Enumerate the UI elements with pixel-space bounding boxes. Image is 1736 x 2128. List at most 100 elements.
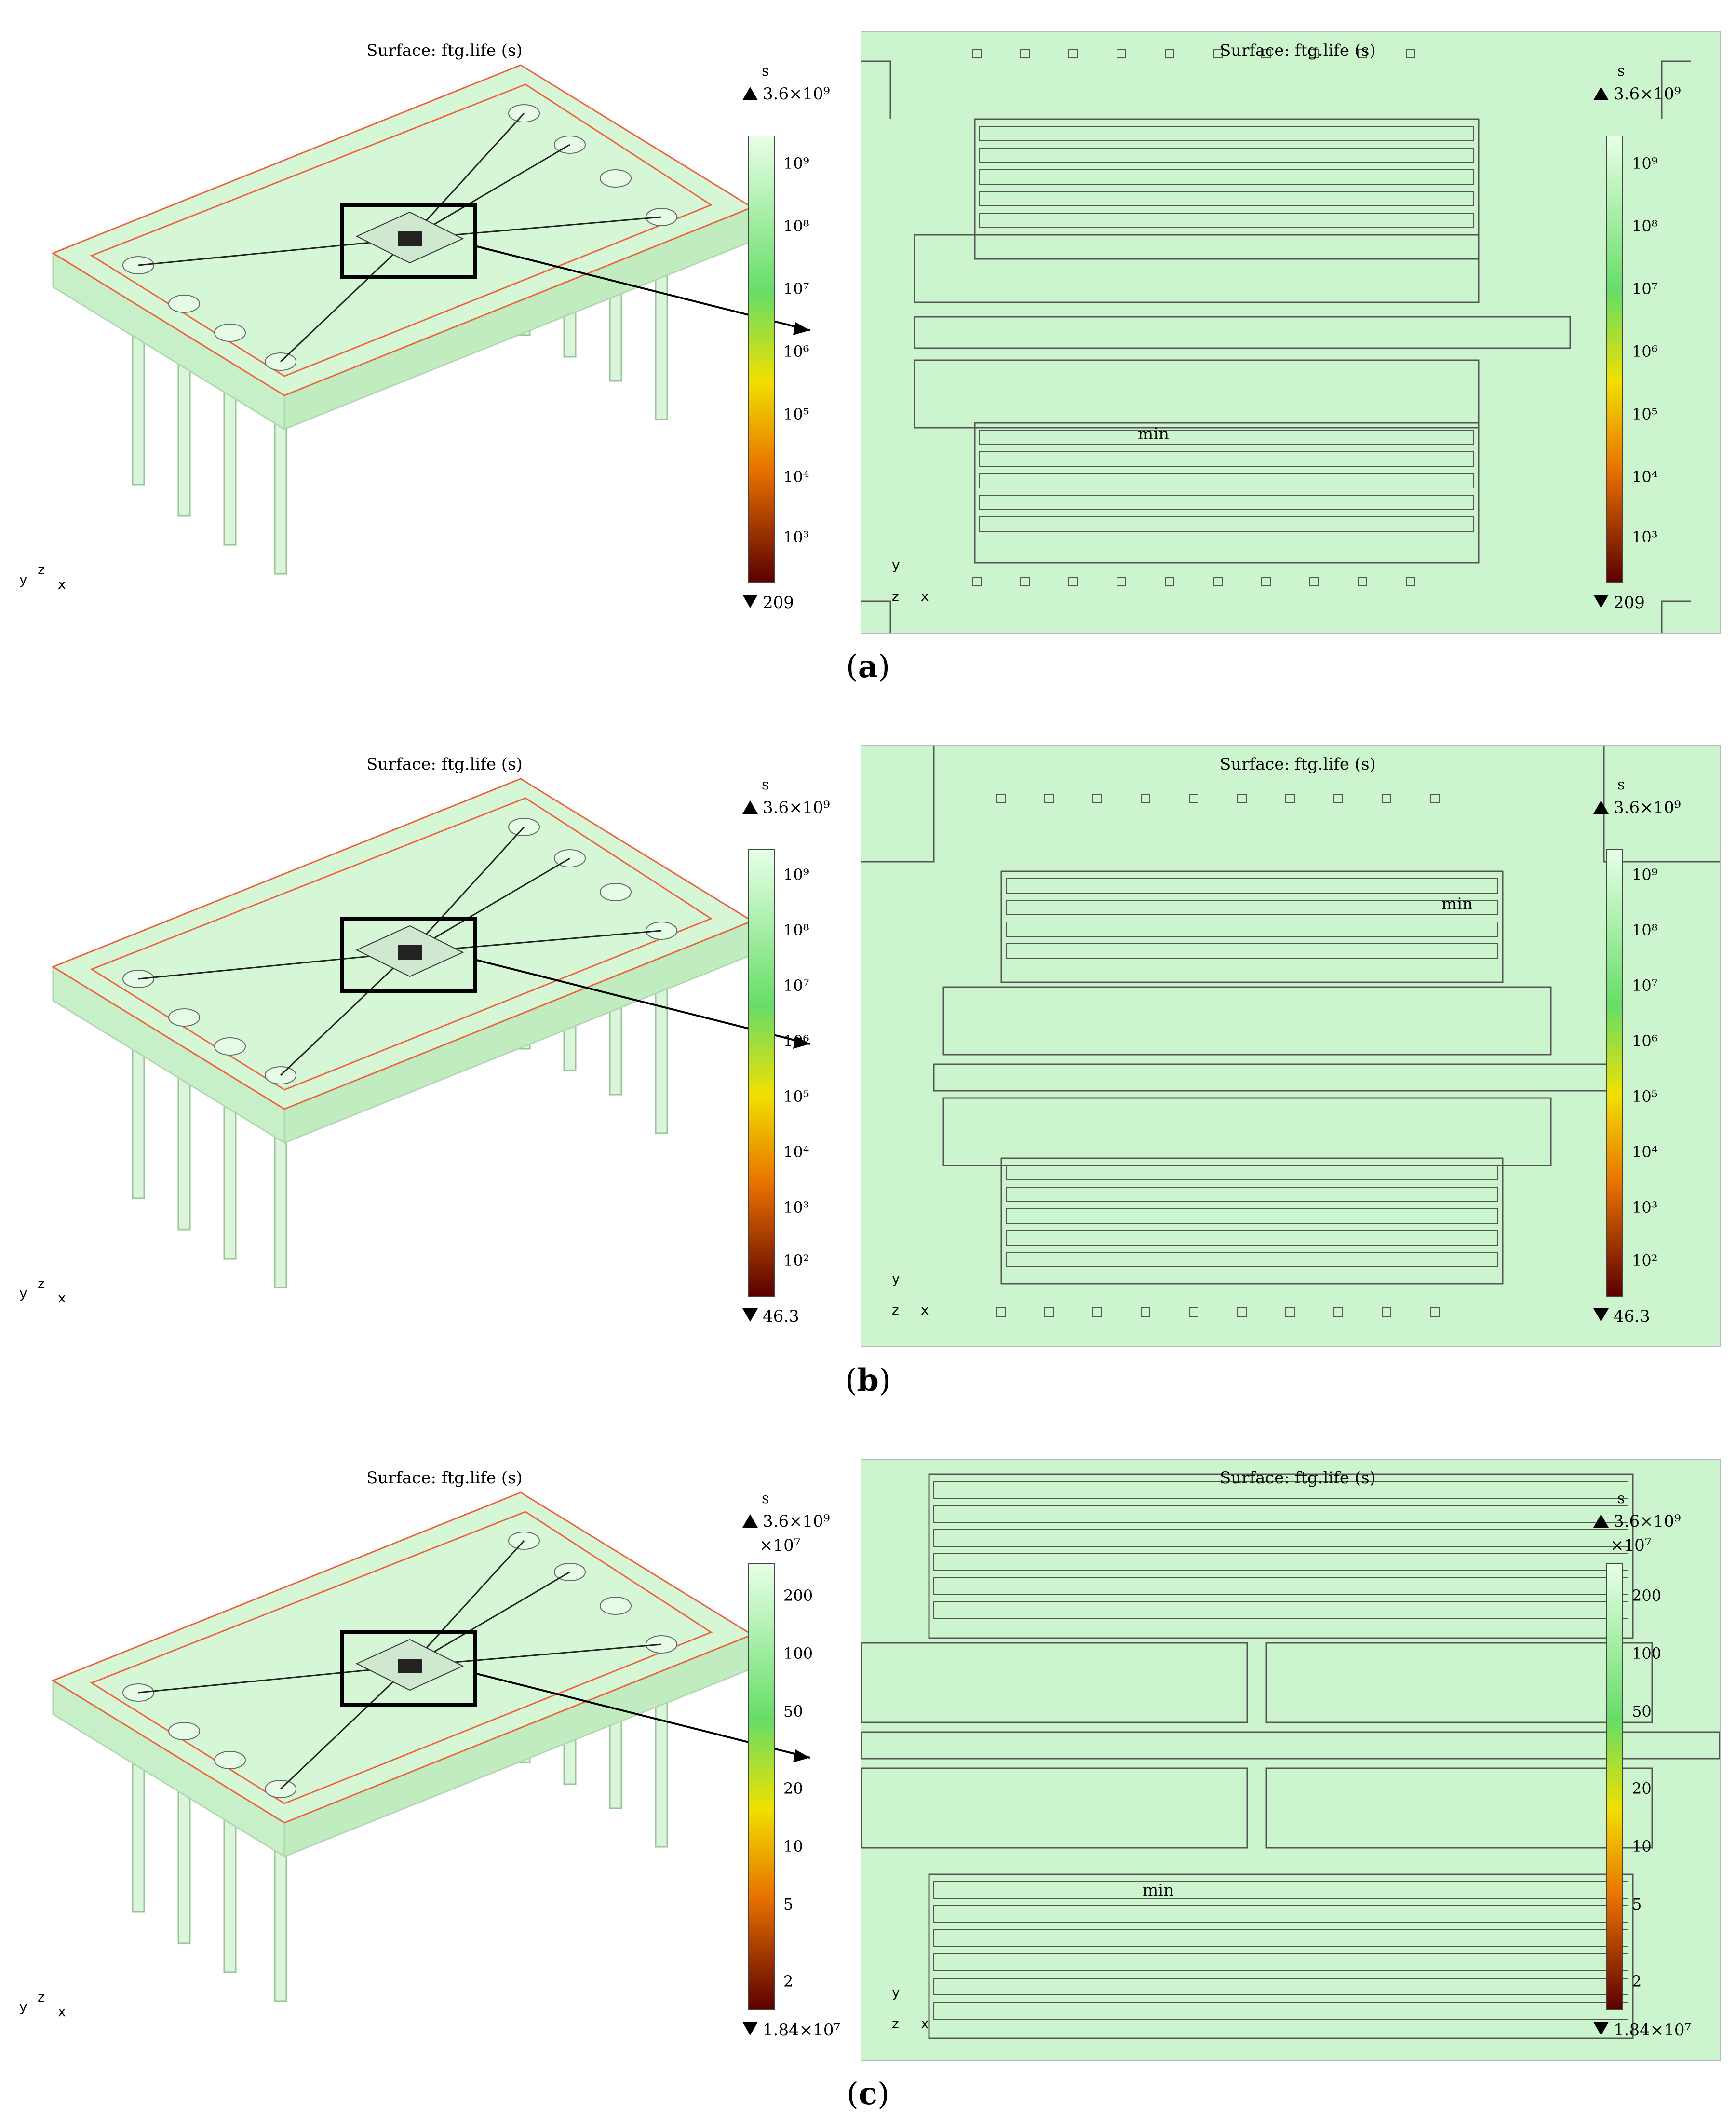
colorbar-tick: 10³ — [783, 1198, 809, 1217]
colorbar-tick: 50 — [783, 1702, 803, 1721]
zoom-panel — [861, 745, 1721, 1347]
min-marker: min — [1143, 1881, 1174, 1900]
zoom-axis-x-label: x — [921, 588, 929, 604]
min-triangle-icon — [1593, 2022, 1609, 2035]
axis-x-label: x — [58, 1290, 66, 1306]
colorbar-tick: 10⁵ — [783, 1087, 809, 1106]
axis-y-label: y — [19, 1285, 27, 1301]
axis-z-label: z — [38, 1275, 45, 1291]
right-plot-title: Surface: ftg.life (s) — [1220, 1468, 1376, 1488]
colorbar-tick: 10⁵ — [783, 405, 809, 423]
zoom-colorbar-tick: 10⁹ — [1632, 154, 1658, 173]
axis-y-label: y — [19, 1999, 27, 2015]
zoom-axis-z-label: z — [892, 2016, 899, 2032]
min-triangle-icon — [742, 595, 758, 608]
colorbar-tick: 10 — [783, 1837, 803, 1856]
zoom-colorbar — [1606, 136, 1623, 583]
colorbar — [748, 136, 775, 583]
max-triangle-icon — [742, 800, 758, 814]
panel-caption: (c) — [847, 2076, 889, 2112]
colorbar-min: 1.84×10⁷ — [742, 2020, 840, 2040]
zoom-axis-y-label: y — [892, 1984, 900, 2000]
zoom-panel — [861, 1459, 1721, 2061]
min-triangle-icon — [742, 2022, 758, 2035]
right-plot-title: Surface: ftg.life (s) — [1220, 41, 1376, 60]
zoom-colorbar-multiplier: ×10⁷ — [1610, 1536, 1652, 1555]
zoom-colorbar-tick: 200 — [1632, 1586, 1662, 1605]
iso-view — [51, 64, 810, 575]
zoom-colorbar-tick: 10⁵ — [1632, 405, 1658, 423]
zoom-colorbar-tick: 10⁸ — [1632, 217, 1658, 235]
colorbar-max: 3.6×10⁹ — [742, 798, 830, 817]
colorbar-min: 46.3 — [742, 1307, 799, 1326]
max-triangle-icon — [1593, 1514, 1609, 1528]
zoom-axis-x-label: x — [921, 2016, 929, 2032]
colorbar — [748, 1563, 775, 2010]
zoom-colorbar-tick: 10⁶ — [1632, 1032, 1658, 1050]
max-triangle-icon — [742, 87, 758, 100]
colorbar-tick: 10⁶ — [783, 1032, 809, 1050]
colorbar-tick: 10⁴ — [783, 468, 809, 486]
colorbar-max: 3.6×10⁹ — [742, 1512, 830, 1531]
zoom-colorbar-tick: 10⁸ — [1632, 921, 1658, 939]
axis-z-label: z — [38, 562, 45, 578]
min-triangle-icon — [1593, 1308, 1609, 1322]
min-marker: min — [1138, 424, 1170, 444]
max-triangle-icon — [1593, 87, 1609, 100]
zoom-colorbar-max: 3.6×10⁹ — [1593, 798, 1681, 817]
colorbar-tick: 10⁷ — [783, 280, 809, 298]
zoom-axis-x-label: x — [921, 1302, 929, 1318]
zoom-colorbar-tick: 10⁵ — [1632, 1087, 1658, 1106]
colorbar-tick: 10⁸ — [783, 921, 809, 939]
zoom-colorbar-unit: s — [1617, 63, 1625, 80]
min-marker: min — [1441, 895, 1473, 914]
colorbar-tick: 10⁶ — [783, 342, 809, 361]
axis-y-label: y — [19, 571, 27, 587]
left-plot-title: Surface: ftg.life (s) — [366, 41, 523, 60]
min-triangle-icon — [1593, 595, 1609, 608]
axis-x-label: x — [58, 2004, 66, 2020]
colorbar-tick: 10⁹ — [783, 866, 809, 884]
zoom-colorbar-tick: 10⁷ — [1632, 976, 1658, 995]
colorbar-unit: s — [762, 63, 769, 80]
zoom-colorbar-tick: 10⁹ — [1632, 866, 1658, 884]
panel-caption: (b) — [845, 1362, 891, 1398]
left-plot-title: Surface: ftg.life (s) — [366, 755, 523, 774]
colorbar-max: 3.6×10⁹ — [742, 84, 830, 104]
axis-x-label: x — [58, 576, 66, 592]
zoom-colorbar-tick: 10³ — [1632, 1198, 1658, 1217]
zoom-colorbar-max: 3.6×10⁹ — [1593, 84, 1681, 104]
zoom-colorbar-unit: s — [1617, 1490, 1625, 1507]
panel-caption: (a) — [846, 649, 890, 685]
zoom-colorbar-tick: 10⁶ — [1632, 342, 1658, 361]
right-plot-title: Surface: ftg.life (s) — [1220, 755, 1376, 774]
colorbar-tick: 10⁹ — [783, 154, 809, 173]
iso-view — [51, 1491, 810, 2002]
axis-z-label: z — [38, 1989, 45, 2005]
colorbar-tick: 100 — [783, 1644, 813, 1663]
zoom-colorbar-min: 46.3 — [1593, 1307, 1650, 1326]
zoom-colorbar-tick: 20 — [1632, 1779, 1652, 1798]
zoom-colorbar-tick: 10 — [1632, 1837, 1652, 1856]
colorbar-tick: 10⁴ — [783, 1143, 809, 1161]
colorbar-unit: s — [762, 776, 769, 793]
zoom-colorbar-tick: 10² — [1632, 1251, 1658, 1270]
max-triangle-icon — [1593, 800, 1609, 814]
zoom-colorbar-tick: 50 — [1632, 1702, 1652, 1721]
iso-view — [51, 778, 810, 1288]
zoom-colorbar-min: 209 — [1593, 593, 1645, 612]
colorbar-tick: 10⁷ — [783, 976, 809, 995]
min-triangle-icon — [742, 1308, 758, 1322]
left-plot-title: Surface: ftg.life (s) — [366, 1468, 523, 1488]
zoom-axis-y-label: y — [892, 557, 900, 573]
colorbar-tick: 200 — [783, 1586, 813, 1605]
zoom-colorbar-min: 1.84×10⁷ — [1593, 2020, 1691, 2040]
colorbar-tick: 2 — [783, 1972, 794, 1991]
zoom-colorbar — [1606, 849, 1623, 1297]
zoom-panel — [861, 31, 1721, 634]
zoom-colorbar-tick: 10³ — [1632, 528, 1658, 546]
zoom-axis-z-label: z — [892, 1302, 899, 1318]
colorbar-tick: 10⁸ — [783, 217, 809, 235]
zoom-axis-z-label: z — [892, 588, 899, 604]
max-triangle-icon — [742, 1514, 758, 1528]
